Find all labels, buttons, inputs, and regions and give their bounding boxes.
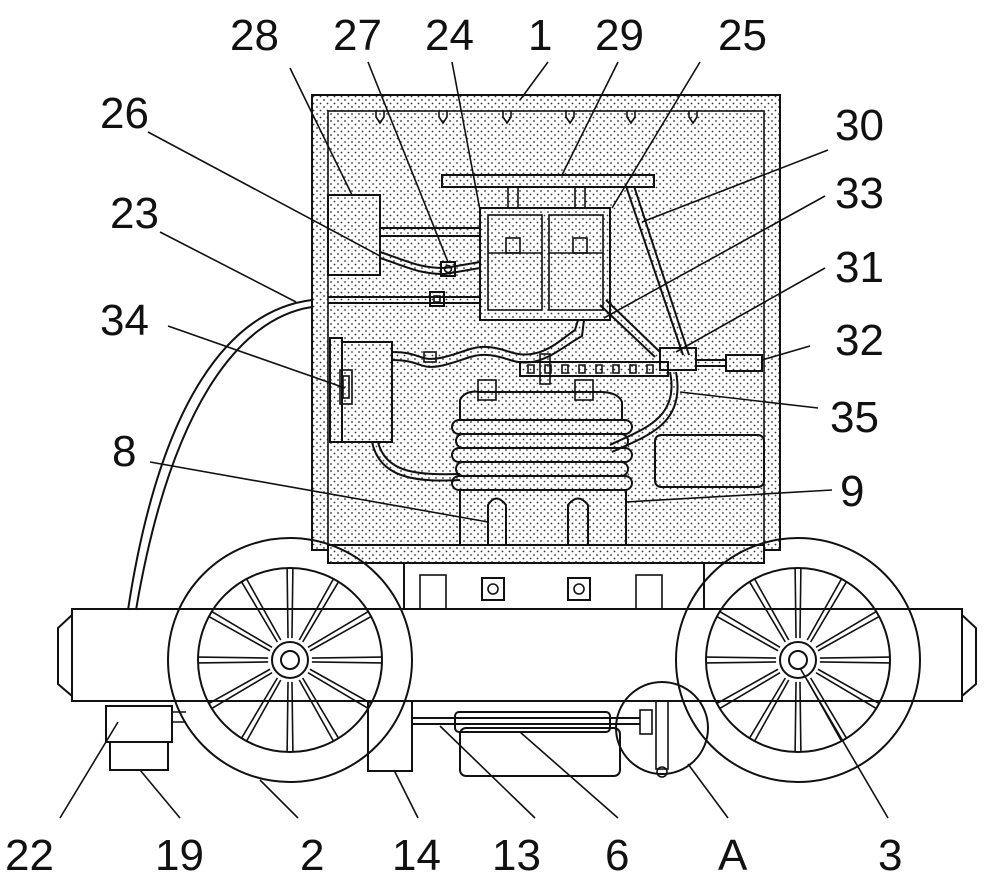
wheel-spoke (753, 578, 790, 641)
label-22: 22 (5, 831, 54, 880)
wheel-spoke (301, 581, 340, 643)
wheel-spoke (298, 679, 335, 742)
wheel-spoke (819, 661, 890, 664)
wheel-spoke (245, 679, 282, 742)
wheel-spoke (286, 568, 289, 639)
label-8: 8 (112, 427, 136, 476)
part-labels: 28 27 24 1 29 25 26 30 33 23 31 34 32 35… (5, 11, 902, 880)
linkage (599, 185, 763, 372)
wheel-spoke (806, 578, 843, 641)
wheel-spoke (286, 681, 289, 752)
label-1: 1 (528, 11, 552, 60)
leader-lines (59, 61, 889, 819)
wheel-spoke (815, 610, 877, 649)
side-tank (654, 434, 765, 488)
wheel-spoke (719, 610, 781, 649)
pipe-8-left (487, 497, 507, 545)
wheel-spoke (208, 668, 271, 705)
wheel-left (167, 537, 413, 783)
wheel-spoke (208, 615, 271, 652)
outer-hose (127, 299, 313, 611)
wheel-spoke (809, 677, 848, 739)
label-3: 3 (878, 831, 902, 880)
label-24: 24 (425, 11, 474, 60)
handle-32 (725, 354, 763, 372)
detail-circle-A (615, 681, 709, 775)
under-parts (105, 681, 709, 778)
label-25: 25 (718, 11, 767, 60)
wheel-spoke (799, 568, 802, 639)
wheel-spoke (716, 615, 779, 652)
chassis (57, 562, 977, 702)
label-2: 2 (300, 831, 324, 880)
label-27: 27 (333, 11, 382, 60)
housing (311, 94, 781, 564)
label-35: 35 (830, 393, 879, 442)
label-14: 14 (392, 831, 441, 880)
label-28: 28 (230, 11, 279, 60)
wheel-spoke (311, 661, 382, 664)
wheel-spoke (706, 661, 777, 664)
wheel-spoke (198, 661, 269, 664)
wheel-spoke (240, 677, 279, 739)
wheel-spoke (817, 615, 880, 652)
main-beam (71, 608, 963, 702)
pipes-upper (328, 227, 481, 307)
wheel-spoke (307, 671, 369, 710)
wheel-spoke (309, 615, 372, 652)
control-box (329, 337, 393, 443)
wheel-spoke (819, 656, 890, 659)
ceiling-nozzles (375, 111, 698, 125)
wheel-spoke (753, 679, 790, 742)
label-26: 26 (100, 89, 149, 138)
wheel-spoke (307, 610, 369, 649)
wheel-spoke (719, 671, 781, 710)
wheel-spoke (815, 671, 877, 710)
label-23: 23 (110, 189, 159, 238)
label-A: A (718, 831, 748, 880)
floor-plate (327, 544, 765, 564)
label-32: 32 (835, 316, 884, 365)
wheel-spoke (211, 671, 273, 710)
wheel-right (675, 537, 921, 783)
wheel-spoke (309, 668, 372, 705)
compressor-unit (451, 379, 633, 546)
wheel-spoke (298, 578, 335, 641)
label-6: 6 (605, 831, 629, 880)
label-29: 29 (595, 11, 644, 60)
cylinder-block (479, 207, 611, 321)
valve-23 (429, 291, 445, 307)
wheel-spoke (706, 656, 777, 659)
wheel-spoke (301, 677, 340, 739)
label-9: 9 (840, 467, 864, 516)
wheel-spoke (211, 610, 273, 649)
wheel-spoke (240, 581, 279, 643)
wheel-spoke (748, 677, 787, 739)
label-19: 19 (155, 831, 204, 880)
label-30: 30 (835, 101, 884, 150)
label-34: 34 (100, 296, 149, 345)
wheel-spoke (794, 568, 797, 639)
wheel-spoke (291, 568, 294, 639)
label-31: 31 (835, 243, 884, 292)
wheel-spoke (198, 656, 269, 659)
wheel-spoke (748, 581, 787, 643)
wheel-spoke (799, 681, 802, 752)
wheel-spoke (245, 578, 282, 641)
wheel-spoke (817, 668, 880, 705)
wheel-spoke (291, 681, 294, 752)
wavy-cable (391, 319, 579, 360)
wheel-spoke (311, 656, 382, 659)
label-33: 33 (835, 169, 884, 218)
wheel-spoke (716, 668, 779, 705)
wheel-spoke (794, 681, 797, 752)
wheel-spoke (809, 581, 848, 643)
label-13: 13 (492, 831, 541, 880)
